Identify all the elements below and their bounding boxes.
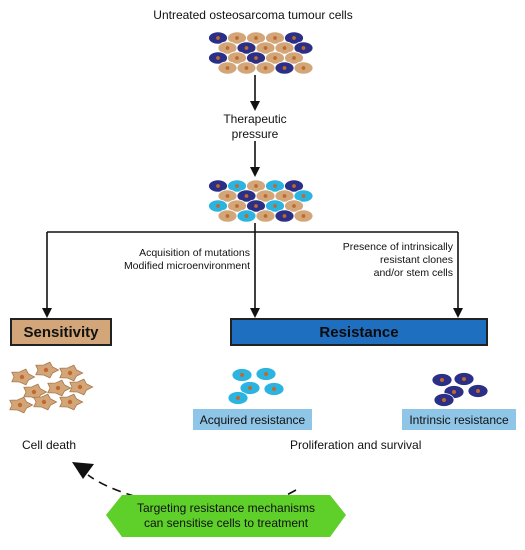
untreated-cells-label: Untreated osteosarcoma tumour cells <box>153 8 353 22</box>
cell <box>255 209 276 223</box>
cell <box>274 61 295 75</box>
targeting-line-1: Targeting resistance mechanisms <box>136 501 316 515</box>
dying-cell <box>47 379 72 397</box>
cell <box>246 179 266 193</box>
intrinsic-resistance-cells <box>431 372 489 407</box>
dark-blue-cell <box>433 393 455 407</box>
dying-cell <box>11 368 36 386</box>
pressure-line-1: Therapeutic <box>223 112 287 126</box>
right-branch-line-3: and/or stem cells <box>373 267 453 279</box>
cell <box>246 199 266 213</box>
acquired-resistance-cells <box>227 367 285 405</box>
dashed-cycle-arrow-icon <box>87 474 297 509</box>
cell <box>284 199 304 213</box>
hexagon-banner-icon <box>106 495 346 537</box>
cell <box>293 209 314 223</box>
targeting-line-2: can sensitise cells to treatment <box>143 516 309 530</box>
dying-cell-cluster <box>9 361 94 414</box>
cell <box>265 179 285 193</box>
dark-blue-cell <box>431 373 453 387</box>
intrinsic-resistance-tag: Intrinsic resistance <box>402 409 516 430</box>
cell <box>217 189 238 203</box>
untreated-cell-cluster <box>208 31 314 75</box>
cell <box>208 199 228 213</box>
cyan-cell <box>263 382 285 396</box>
cell <box>246 31 266 45</box>
middle-branch-line-1: Acquisition of mutations <box>139 247 250 259</box>
cell <box>255 189 276 203</box>
cell <box>265 51 285 65</box>
cell <box>284 31 304 45</box>
cell <box>293 189 314 203</box>
middle-branch-label: Acquisition of mutations Modified microe… <box>120 247 250 273</box>
cell-death-label: Cell death <box>22 438 77 452</box>
cell <box>284 51 304 65</box>
targeting-label: Targeting resistance mechanisms can sens… <box>110 501 342 531</box>
cell <box>208 51 228 65</box>
cyan-cell <box>255 367 277 381</box>
cell <box>293 61 314 75</box>
cyan-cell <box>231 368 253 382</box>
dying-cell <box>33 393 58 411</box>
cell <box>217 209 238 223</box>
treated-cell-cluster <box>208 179 314 223</box>
dying-cell <box>9 396 34 414</box>
middle-branch-line-2: Modified microenvironment <box>123 260 250 272</box>
cell <box>217 61 238 75</box>
pressure-line-2: pressure <box>231 127 279 141</box>
proliferation-label: Proliferation and survival <box>290 438 422 452</box>
dark-blue-cell <box>467 384 489 398</box>
cell <box>236 209 257 223</box>
cell <box>236 61 257 75</box>
cell <box>293 41 314 55</box>
resistance-box: Resistance <box>230 318 488 346</box>
right-branch-line-2: resistant clones <box>380 254 453 266</box>
cyan-cell <box>227 391 249 405</box>
cyan-cell <box>239 381 261 395</box>
dark-blue-cell <box>453 372 475 386</box>
dying-cell <box>69 378 94 396</box>
dying-cell <box>59 393 84 411</box>
right-branch-label: Presence of intrinsically resistant clon… <box>318 241 453 280</box>
dashed-arrow-head-icon <box>72 462 94 479</box>
dying-cell <box>59 364 84 382</box>
cell <box>284 179 304 193</box>
right-branch-line-1: Presence of intrinsically <box>342 241 453 253</box>
cell <box>255 61 276 75</box>
dying-cell <box>35 361 60 379</box>
sensitivity-box: Sensitivity <box>10 318 112 346</box>
acquired-resistance-tag: Acquired resistance <box>193 409 312 430</box>
cell <box>274 209 295 223</box>
therapeutic-pressure-label: Therapeutic pressure <box>223 112 286 142</box>
